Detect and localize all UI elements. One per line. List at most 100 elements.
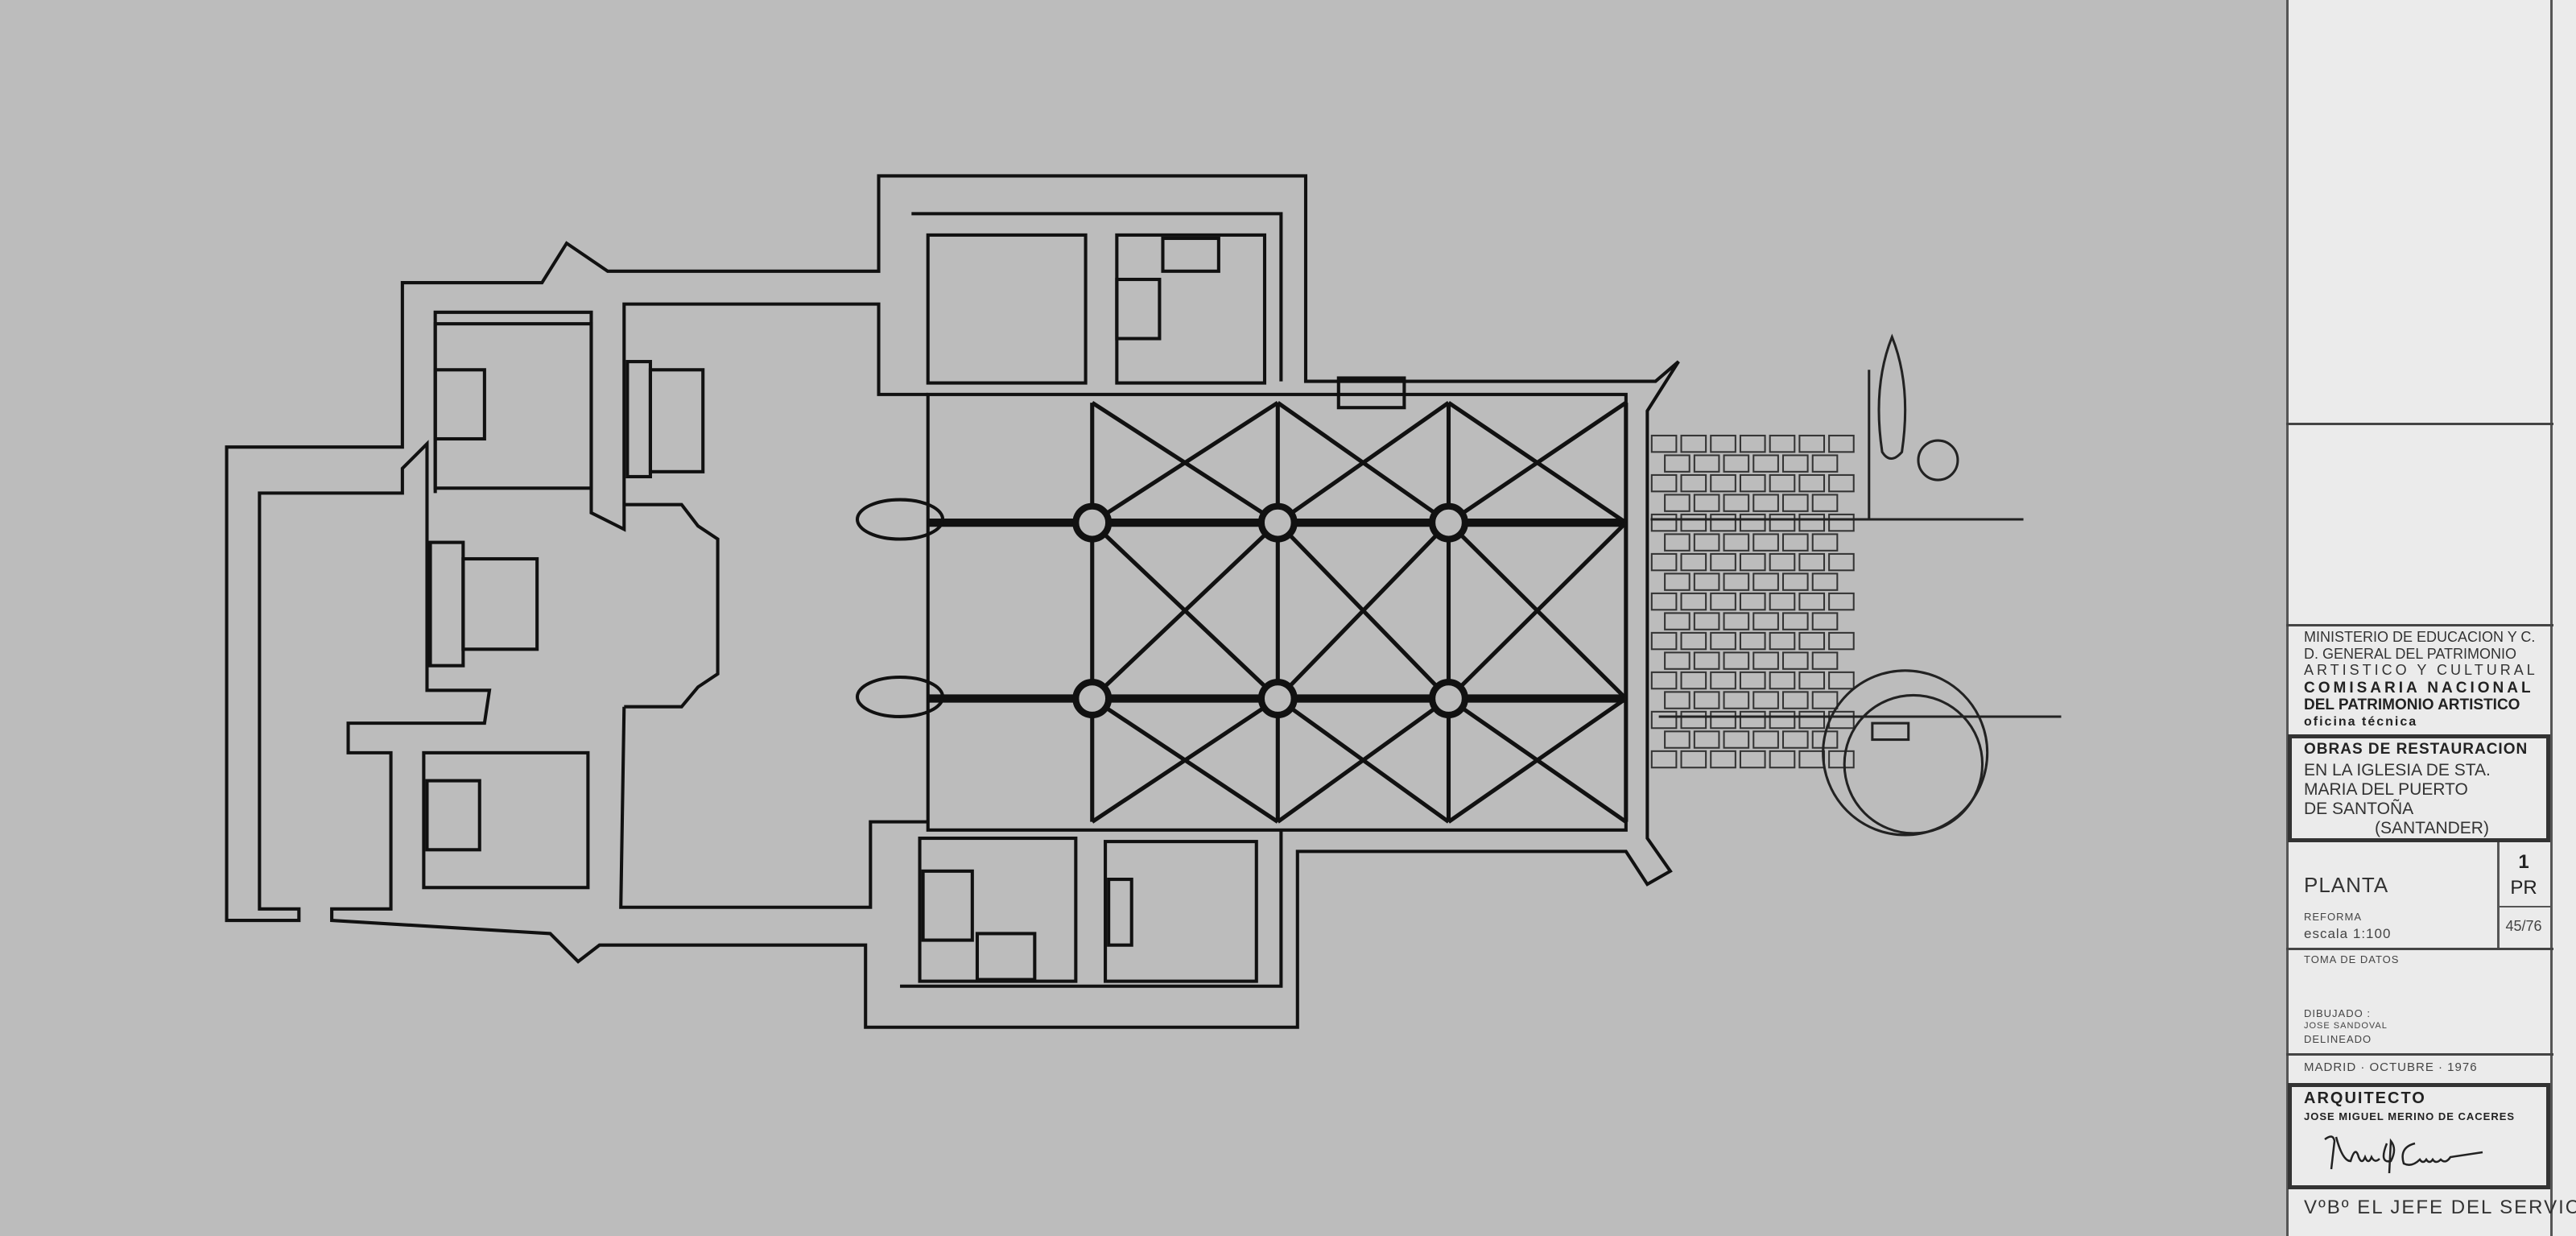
stone-block xyxy=(1781,730,1809,749)
commission-line2: DEL PATRIMONIO ARTISTICO xyxy=(2304,697,2520,713)
stone-block xyxy=(1739,671,1766,690)
stone-block xyxy=(1723,494,1750,512)
vault-diagonal-rib xyxy=(1091,400,1279,525)
stone-block xyxy=(1739,552,1766,572)
pier xyxy=(855,675,945,719)
stone-block xyxy=(1828,592,1855,611)
stone-block xyxy=(1680,671,1707,690)
furniture xyxy=(425,779,481,852)
stone-block xyxy=(1739,434,1766,453)
drawn-label: DIBUJADO : xyxy=(2304,1007,2371,1019)
stone-block xyxy=(1811,612,1839,630)
stone-block xyxy=(1664,730,1690,749)
place-date: MADRID · OCTUBRE · 1976 xyxy=(2304,1060,2478,1074)
tree-icon xyxy=(1877,333,1907,461)
furniture xyxy=(975,932,1037,982)
drawn-by: JOSE SANDOVAL xyxy=(2304,1021,2388,1031)
stone-block xyxy=(1828,631,1855,651)
room xyxy=(1115,233,1267,385)
project-line4: DE SANTOÑA xyxy=(2304,800,2414,818)
vault-diagonal-rib xyxy=(1090,521,1280,701)
room xyxy=(1104,840,1258,983)
stone-block xyxy=(1693,651,1720,670)
stone-block xyxy=(1811,691,1839,709)
stone-block xyxy=(1650,513,1678,532)
stone-block xyxy=(1680,513,1707,532)
outer-wall xyxy=(225,174,1680,1029)
stone-block xyxy=(1723,651,1750,670)
stone-block xyxy=(1798,631,1826,651)
stone-block xyxy=(1723,454,1750,473)
stone-block xyxy=(1752,730,1779,749)
stone-block xyxy=(1650,710,1678,730)
stone-block xyxy=(1723,691,1750,709)
doorway xyxy=(1336,376,1406,410)
stone-block xyxy=(1752,494,1779,512)
ministry: MINISTERIO DE EDUCACION Y C. xyxy=(2304,629,2536,645)
stone-block xyxy=(1769,473,1796,493)
project-line2: EN LA IGLESIA DE STA. xyxy=(2304,761,2491,779)
stone-block xyxy=(1650,552,1678,572)
stone-block xyxy=(1664,612,1690,630)
stone-block xyxy=(1693,573,1720,591)
office: oficina técnica xyxy=(2304,715,2418,729)
shrub-icon xyxy=(1917,439,1959,482)
apse xyxy=(624,502,720,709)
stone-block xyxy=(1650,473,1678,493)
inner-wall xyxy=(900,829,1283,988)
data-label: TOMA DE DATOS xyxy=(2304,953,2400,965)
stairs xyxy=(625,360,652,478)
stone-block xyxy=(1798,513,1826,532)
stone-block xyxy=(1693,494,1720,512)
altar xyxy=(461,556,539,651)
stone-block xyxy=(1781,533,1809,552)
stone-block xyxy=(1693,454,1720,473)
stone-block xyxy=(1723,612,1750,630)
stone-block xyxy=(1664,454,1690,473)
stone-block xyxy=(1693,612,1720,630)
stone-block xyxy=(1811,651,1839,670)
stone-block xyxy=(1828,473,1855,493)
stone-block xyxy=(1739,592,1766,611)
stone-block xyxy=(1769,750,1796,769)
inner-wall xyxy=(433,302,928,532)
stone-block xyxy=(1710,592,1736,611)
vault-diagonal-rib xyxy=(1276,401,1450,525)
architect-label: ARQUITECTO xyxy=(2304,1089,2426,1107)
stone-block xyxy=(1664,533,1690,552)
stone-block xyxy=(1680,552,1707,572)
stone-block xyxy=(1752,533,1779,552)
stone-block xyxy=(1723,573,1750,591)
furniture xyxy=(433,368,486,441)
garden-circle xyxy=(1822,669,1989,837)
stone-block xyxy=(1769,671,1796,690)
architect-signature xyxy=(2324,1135,2483,1174)
project-line1: OBRAS DE RESTAURACION xyxy=(2304,741,2529,758)
stone-block xyxy=(1781,573,1809,591)
stairs xyxy=(648,368,705,473)
sheet-title: PLANTA xyxy=(2304,873,2389,897)
stone-block xyxy=(1781,651,1809,670)
stone-block xyxy=(1828,671,1855,690)
furniture xyxy=(1115,277,1162,341)
stone-block xyxy=(1680,750,1707,769)
column-pier xyxy=(1257,679,1298,719)
stone-block xyxy=(1811,573,1839,591)
column-pier xyxy=(1072,679,1113,719)
sheet-number: 1 xyxy=(2518,851,2529,873)
stone-block xyxy=(1680,434,1707,453)
title-block: MINISTERIO DE EDUCACION Y C. D. GENERAL … xyxy=(2286,0,2576,1236)
stone-block xyxy=(1752,573,1779,591)
column-pier xyxy=(1257,502,1298,543)
stone-block xyxy=(1828,434,1855,453)
stone-block xyxy=(1769,631,1796,651)
garden-circle xyxy=(1843,693,1984,835)
furniture xyxy=(1107,878,1133,947)
project-line5: (SANTANDER) xyxy=(2375,819,2489,837)
stone-block xyxy=(1781,612,1809,630)
stone-block xyxy=(1798,552,1826,572)
stone-block xyxy=(1664,651,1690,670)
stone-block xyxy=(1798,592,1826,611)
stone-block xyxy=(1710,671,1736,690)
room xyxy=(433,322,593,490)
